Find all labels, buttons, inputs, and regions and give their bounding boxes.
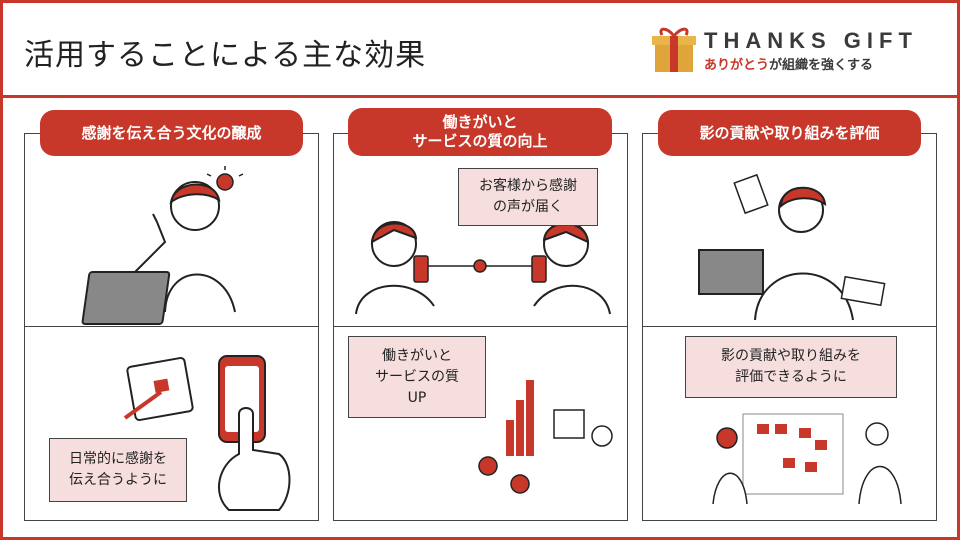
column-heading: 働きがいと サービスの質の向上 xyxy=(348,108,612,156)
column-heading: 影の貢献や取り組みを評価 xyxy=(658,110,921,156)
logo-tagline: ありがとうが組織を強くする xyxy=(704,54,873,73)
team-chart-illustration xyxy=(478,380,613,494)
effect-column-culture: 感謝を伝え合う文化の醸成 日常的に感謝を 伝え合うように xyxy=(24,110,319,521)
column-heading: 感謝を伝え合う文化の醸成 xyxy=(40,110,303,156)
effect-column-engagement: 働きがいと サービスの質の向上 お客様から感謝 の声が届く 働きがいと サービス… xyxy=(333,108,628,521)
calendar-icon xyxy=(123,357,194,421)
logo-tagline-accent: ありがとう xyxy=(704,58,770,73)
lightbulb-icon xyxy=(206,166,244,191)
column-divider xyxy=(25,326,318,327)
page-title: 活用することによる主な効果 xyxy=(24,38,427,73)
logo-tagline-rest: が組織を強くする xyxy=(769,58,874,73)
effect-note: 影の貢献や取り組みを 評価できるように xyxy=(685,336,897,398)
smartphone-icon xyxy=(218,355,291,511)
effect-note: 働きがいと サービスの質 UP xyxy=(348,336,486,418)
slide-header: 活用することによる主な効果 THANKS GIFT ありがとうが組織を強くする xyxy=(0,0,960,98)
thanks-gift-logo: THANKS GIFT ありがとうが組織を強くする xyxy=(652,24,942,76)
person-laptop-illustration xyxy=(81,181,236,325)
customer-staff-illustration xyxy=(355,221,611,315)
effect-note: 日常的に感謝を 伝え合うように xyxy=(49,438,187,502)
column-divider xyxy=(643,326,936,327)
busy-worker-illustration xyxy=(698,173,886,321)
column-divider xyxy=(334,326,627,327)
customer-thanks-bubble: お客様から感謝 の声が届く xyxy=(458,168,598,226)
whiteboard-icon xyxy=(712,413,902,505)
gift-icon xyxy=(652,27,696,72)
effect-column-evaluation: 影の貢献や取り組みを評価 影の貢献や取り組みを 評価できるように xyxy=(642,110,937,521)
logo-text: THANKS GIFT xyxy=(704,28,918,53)
